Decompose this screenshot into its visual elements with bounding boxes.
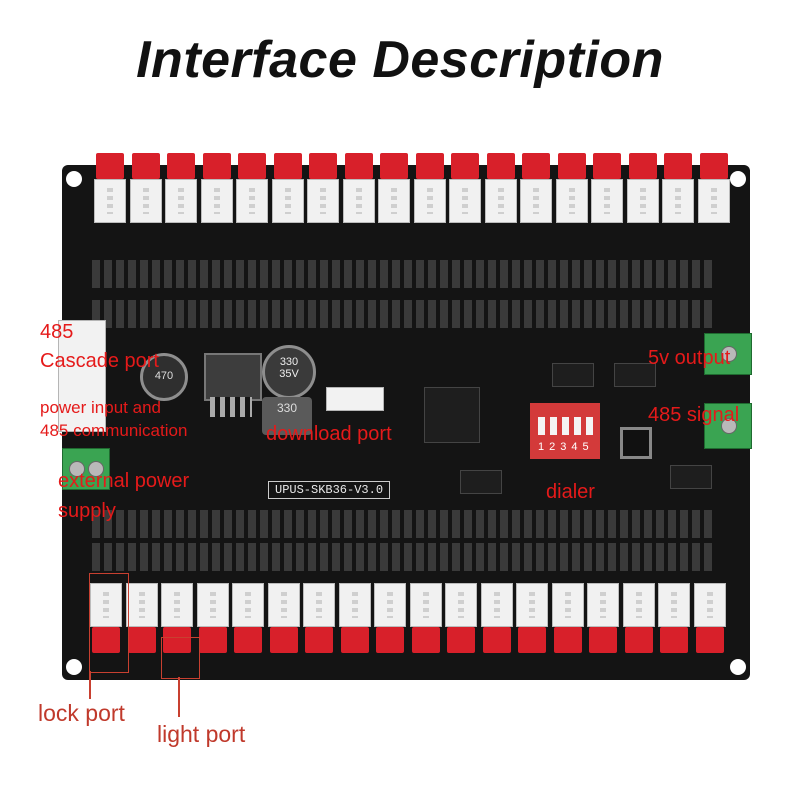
annotation-485: 485	[40, 321, 74, 343]
microcontroller	[424, 387, 480, 443]
bottom-connector	[551, 583, 584, 653]
bottom-connector	[338, 583, 371, 653]
bottom-connector	[587, 583, 619, 653]
annotation-power-input-2: 485 communication	[40, 421, 188, 440]
cap-text-2: 35V	[279, 368, 299, 380]
top-connector	[413, 153, 446, 223]
top-connector	[129, 153, 162, 223]
mount-hole-bottom-left	[66, 659, 82, 675]
top-connector	[165, 153, 197, 223]
push-button	[620, 427, 652, 459]
top-connector	[484, 153, 517, 223]
bottom-connector	[90, 583, 122, 653]
5v-output-terminal	[704, 333, 752, 375]
smd-row-lower	[92, 510, 712, 538]
485-signal-terminal	[704, 403, 752, 449]
annotation-cascade-port: Cascade port	[40, 350, 159, 372]
bottom-connector	[693, 583, 726, 653]
mount-hole-top-right	[730, 171, 746, 187]
annotation-external-power-1: external power	[58, 470, 190, 492]
top-connector	[449, 153, 481, 223]
bottom-connector	[622, 583, 655, 653]
inductor-text: 330	[276, 401, 298, 415]
download-port-connector	[326, 387, 384, 411]
top-connector	[520, 153, 552, 223]
top-connector	[697, 153, 730, 223]
page-title: Interface Description	[136, 31, 664, 89]
top-connector	[591, 153, 623, 223]
bottom-connector	[516, 583, 548, 653]
bottom-connector	[161, 583, 193, 653]
annotation-download-port: download port	[266, 423, 392, 445]
top-connector	[662, 153, 694, 223]
bottom-connector	[125, 583, 158, 653]
top-connector	[236, 153, 268, 223]
annotation-5v-output: 5v output	[648, 347, 731, 369]
top-connector	[626, 153, 659, 223]
bottom-connector	[374, 583, 406, 653]
inductor: 330	[262, 397, 312, 435]
bottom-connector	[232, 583, 264, 653]
capacitor-470: 470	[140, 353, 188, 401]
top-connector	[200, 153, 233, 223]
light-port-highlight	[161, 637, 200, 679]
bottom-connector	[267, 583, 300, 653]
regulator-pins	[210, 397, 252, 417]
ic-chip-2	[614, 363, 656, 387]
board-model-label: UPUS-SKB36-V3.0	[268, 481, 391, 499]
cap2-text: 470	[154, 370, 174, 382]
bottom-connector	[445, 583, 477, 653]
smd-row-lower-2	[92, 543, 712, 571]
top-connector	[271, 153, 304, 223]
circuit-board: 470 330 35V 330 12345 UPUS-SKB36-V3.0	[58, 153, 752, 680]
lock-port-highlight	[89, 573, 129, 673]
bottom-connector	[480, 583, 513, 653]
dip-switch-dialer: 12345	[530, 403, 600, 459]
bottom-connector	[303, 583, 335, 653]
cascade-connector	[58, 320, 106, 432]
annotation-485-signal: 485 signal	[648, 404, 740, 426]
lock-port-label: lock port	[38, 700, 125, 726]
ic-chip-3	[460, 470, 502, 494]
annotation-power-input-1: power input and	[40, 398, 161, 417]
dip-number-text: 12345	[538, 441, 594, 453]
top-connector	[342, 153, 375, 223]
lock-port-leader	[89, 671, 91, 699]
top-connector	[307, 153, 339, 223]
bottom-connector	[196, 583, 229, 653]
top-connector	[378, 153, 410, 223]
annotation-external-power-2: supply	[58, 500, 116, 522]
bottom-connector	[658, 583, 690, 653]
external-power-terminal	[62, 448, 110, 490]
annotation-dialer: dialer	[546, 481, 595, 503]
cap-text-1: 330	[279, 356, 299, 368]
ic-chip-1	[552, 363, 594, 387]
bottom-connector	[409, 583, 442, 653]
ic-chip-4	[670, 465, 712, 489]
voltage-regulator	[204, 353, 262, 401]
capacitor-330: 330 35V	[262, 345, 316, 399]
top-connector	[94, 153, 126, 223]
smd-row-upper	[92, 260, 712, 288]
smd-row-upper-2	[92, 300, 712, 328]
top-connector	[555, 153, 588, 223]
mount-hole-bottom-right	[730, 659, 746, 675]
light-port-label: light port	[157, 721, 246, 747]
light-port-leader	[178, 677, 180, 717]
mount-hole-top-left	[66, 171, 82, 187]
